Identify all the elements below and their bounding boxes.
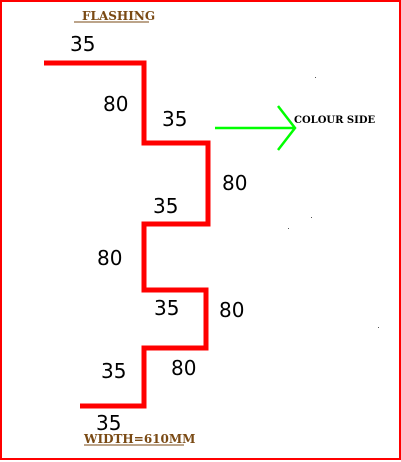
dimension-label: 35 — [70, 32, 95, 56]
dimension-label: 35 — [96, 411, 121, 435]
flashing-profile — [44, 60, 211, 409]
colour-side-label: COLOUR SIDE — [294, 115, 375, 126]
dimension-label: 35 — [101, 359, 126, 383]
width-label: WIDTH=610MM — [83, 432, 195, 446]
dimension-label: 80 — [171, 356, 196, 380]
drawing-title: FLASHING — [82, 9, 155, 23]
dimension-label: 35 — [154, 296, 179, 320]
dimension-label: 80 — [97, 246, 122, 270]
stray-dots — [288, 77, 379, 328]
dimension-label: 35 — [153, 194, 178, 218]
dimension-label: 80 — [219, 298, 244, 322]
dimension-label: 80 — [222, 171, 247, 195]
dimension-label: 35 — [162, 107, 187, 131]
colour-side-arrow-icon — [215, 105, 297, 151]
dimension-label: 80 — [103, 92, 128, 116]
